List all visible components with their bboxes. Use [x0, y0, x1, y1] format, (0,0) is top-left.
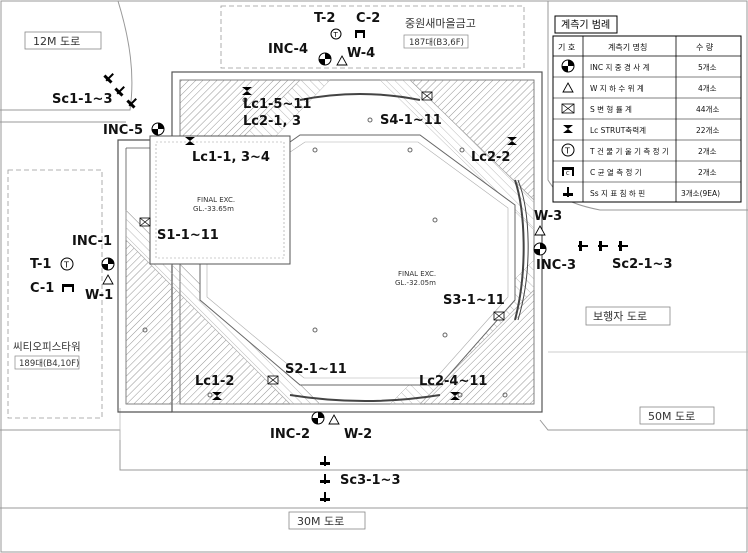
road-30m-label: 30M 도로 — [297, 515, 344, 528]
label-sc1: Sc1-1~3 — [52, 92, 113, 107]
main-final-exc-line2: GL.-32.05m — [395, 279, 436, 287]
legend-col-qty: 수 량 — [696, 42, 714, 52]
water-level-icon — [336, 55, 348, 66]
legend-row-name: C 균 열 측 정 기 — [590, 167, 642, 177]
inner-final-exc-line2: GL.-33.65m — [193, 205, 234, 213]
settlement-pin-icon — [618, 241, 628, 251]
legend-row-name: W 지 하 수 위 계 — [590, 83, 644, 93]
north-building-name: 중원새마을금고 — [405, 17, 476, 30]
legend-row-qty: 22개소 — [696, 125, 719, 135]
inclinometer-icon — [533, 242, 547, 256]
water-level-icon — [328, 414, 340, 425]
label-lc2-13: Lc2-1, 3 — [243, 114, 301, 129]
inclinometer-icon — [151, 122, 165, 136]
legend-inclinometer-icon — [561, 59, 575, 73]
label-inc1: INC-1 — [72, 234, 112, 249]
inclinometer-icon — [318, 52, 332, 66]
svg-text:T: T — [564, 147, 570, 156]
label-sc2: Sc2-1~3 — [612, 257, 673, 272]
label-w4: W-4 — [347, 46, 375, 61]
label-lc1-5: Lc1-5~11 — [243, 97, 311, 112]
west-building-info-box — [14, 355, 80, 370]
label-lc1-134: Lc1-1, 3~4 — [192, 150, 270, 165]
legend-circle-t-icon: T — [561, 143, 575, 157]
svg-text:T: T — [63, 261, 69, 270]
settlement-pin-icon — [598, 241, 608, 251]
settlement-pin-icon — [578, 241, 588, 251]
label-t2: T-2 — [314, 11, 335, 26]
settlement-pin-icon — [102, 70, 117, 85]
north-building-info-box — [403, 34, 469, 49]
road-50m-box — [639, 406, 715, 425]
settlement-pin-icon — [113, 83, 128, 98]
main-final-exc-line1: FINAL EXC. — [398, 270, 436, 278]
west-building-name: 씨티오피스타워 — [13, 340, 81, 353]
legend-row-name: T 건 물 기 울 기 측 정 기 — [589, 146, 669, 156]
label-lc1-2: Lc1-2 — [195, 374, 234, 389]
north-building-info: 187대(B3,6F) — [409, 38, 464, 48]
svg-text:T: T — [333, 31, 339, 39]
label-inc2: INC-2 — [270, 427, 310, 442]
west-building-info: 189대(B4,10F) — [19, 359, 79, 369]
settlement-pin-icon — [320, 492, 330, 502]
legend-box-x-icon — [561, 103, 575, 114]
settlement-pin-icon — [320, 456, 330, 466]
legend-crack-gauge-icon: C — [562, 167, 574, 177]
legend-row-name: INC 지 중 경 사 계 — [590, 62, 650, 72]
label-sc3: Sc3-1~3 — [340, 473, 401, 488]
legend-row-qty: 2개소 — [698, 167, 717, 177]
label-s3: S3-1~11 — [443, 293, 505, 308]
label-inc3: INC-3 — [536, 258, 576, 273]
road-12m-label: 12M 도로 — [33, 35, 80, 48]
label-s1: S1-1~11 — [157, 228, 219, 243]
excavation-area — [117, 71, 543, 413]
tilt-meter-icon: T — [330, 28, 342, 40]
legend-title: 계측기 범례 — [561, 19, 610, 31]
label-w1: W-1 — [85, 288, 113, 303]
label-c1: C-1 — [30, 281, 54, 296]
label-c2: C-2 — [356, 11, 380, 26]
settlement-pin-icon — [320, 474, 330, 484]
label-lc2-4: Lc2-4~11 — [419, 374, 487, 389]
label-s2: S2-1~11 — [285, 362, 347, 377]
legend-col-name: 계측기 명칭 — [608, 42, 647, 52]
road-30m-box — [288, 511, 366, 530]
legend-row-qty: 3개소(9EA) — [681, 188, 720, 198]
legend-row-qty: 2개소 — [698, 146, 717, 156]
settlement-pin-icon — [125, 95, 140, 110]
legend-row-qty: 44개소 — [696, 104, 719, 114]
pedestrian-road-label: 보행자 도로 — [593, 310, 647, 323]
inner-final-exc-line1: FINAL EXC. — [197, 196, 235, 204]
inclinometer-icon — [101, 257, 115, 271]
label-inc4: INC-4 — [268, 42, 308, 57]
legend-row-name: Ss 지 표 침 하 핀 — [590, 188, 645, 198]
label-w3: W-3 — [534, 209, 562, 224]
svg-text:C: C — [566, 171, 570, 177]
water-level-icon — [102, 274, 114, 285]
legend-row-name: Lc STRUT축력계 — [590, 125, 646, 135]
pedestrian-road-box — [585, 306, 671, 326]
label-lc2-2: Lc2-2 — [471, 150, 510, 165]
crack-gauge-icon — [62, 284, 74, 292]
inclinometer-icon — [311, 411, 325, 425]
legend-row-qty: 5개소 — [698, 62, 717, 72]
tilt-meter-icon: T — [60, 257, 74, 271]
road-12m-box — [24, 31, 102, 50]
legend-row-qty: 4개소 — [698, 83, 717, 93]
label-inc5: INC-5 — [103, 123, 143, 138]
water-level-icon — [534, 225, 546, 236]
legend: 계측기 범례 기 호 계측기 명칭 수 량 T C — [552, 15, 742, 203]
legend-title-box — [554, 15, 618, 34]
crack-gauge-icon — [355, 30, 365, 38]
road-50m-label: 50M 도로 — [648, 410, 695, 423]
legend-row-name: S 변 형 률 계 — [590, 104, 632, 114]
strain-gauge-icon — [139, 91, 505, 385]
label-w2: W-2 — [344, 427, 372, 442]
label-s4: S4-1~11 — [380, 113, 442, 128]
legend-col-symbol: 기 호 — [558, 43, 575, 52]
label-t1: T-1 — [30, 257, 51, 272]
